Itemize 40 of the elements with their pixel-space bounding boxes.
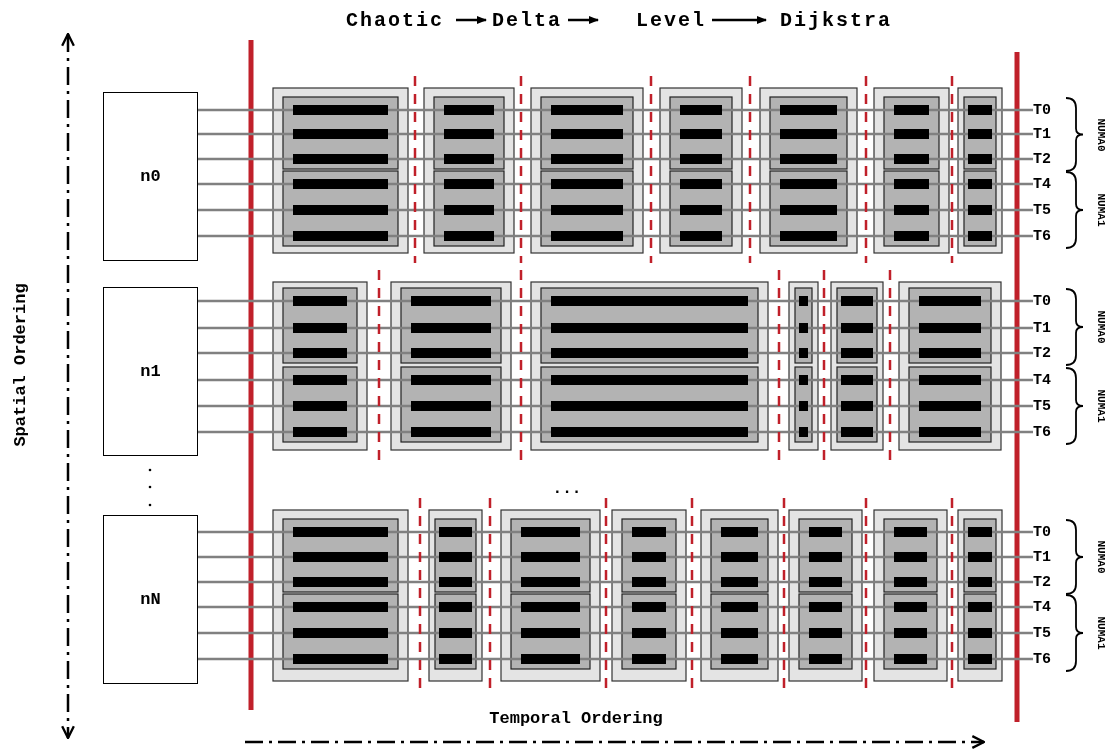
numa-label: NUMA1 [1095, 193, 1107, 227]
algorithm-label: Chaotic [346, 8, 444, 32]
algorithm-label: Delta [492, 8, 562, 32]
thread-label: T0 [1033, 523, 1051, 541]
numa-label: NUMA1 [1095, 389, 1107, 423]
thread-label: T2 [1033, 344, 1051, 362]
node-box [103, 515, 198, 684]
thread-label: T2 [1033, 150, 1051, 168]
thread-label: T4 [1033, 175, 1051, 193]
numa-label: NUMA0 [1095, 310, 1107, 344]
arrow [456, 16, 487, 24]
arrow [712, 16, 767, 24]
numa-label: NUMA0 [1095, 540, 1107, 574]
numa-label: NUMA1 [1095, 616, 1107, 650]
ellipsis-label: ... [552, 480, 582, 498]
node-box [103, 287, 198, 456]
node-label: n1 [140, 362, 161, 381]
thread-label: T0 [1033, 292, 1051, 310]
node-label: nN [140, 590, 161, 609]
axis-label: Temporal Ordering [489, 708, 663, 728]
thread-label: T6 [1033, 227, 1051, 245]
thread-label: T1 [1033, 125, 1051, 143]
thread-label: T6 [1033, 650, 1051, 668]
thread-label: T1 [1033, 548, 1051, 566]
thread-label: T2 [1033, 573, 1051, 591]
thread-label: T0 [1033, 101, 1051, 119]
numa-label: NUMA0 [1095, 118, 1107, 151]
thread-label: T1 [1033, 319, 1051, 337]
thread-label: T6 [1033, 423, 1051, 441]
thread-label: T4 [1033, 371, 1051, 389]
thread-label: T5 [1033, 397, 1051, 415]
arrow [568, 16, 599, 24]
thread-label: T5 [1033, 201, 1051, 219]
thread-label: T5 [1033, 624, 1051, 642]
node-label: n0 [140, 167, 161, 186]
algorithm-label: Dijkstra [780, 8, 892, 32]
thread-label: T4 [1033, 598, 1051, 616]
node-box [103, 92, 198, 261]
algorithm-label: Level [636, 8, 706, 32]
axis-label: Spatial Ordering [10, 283, 30, 447]
